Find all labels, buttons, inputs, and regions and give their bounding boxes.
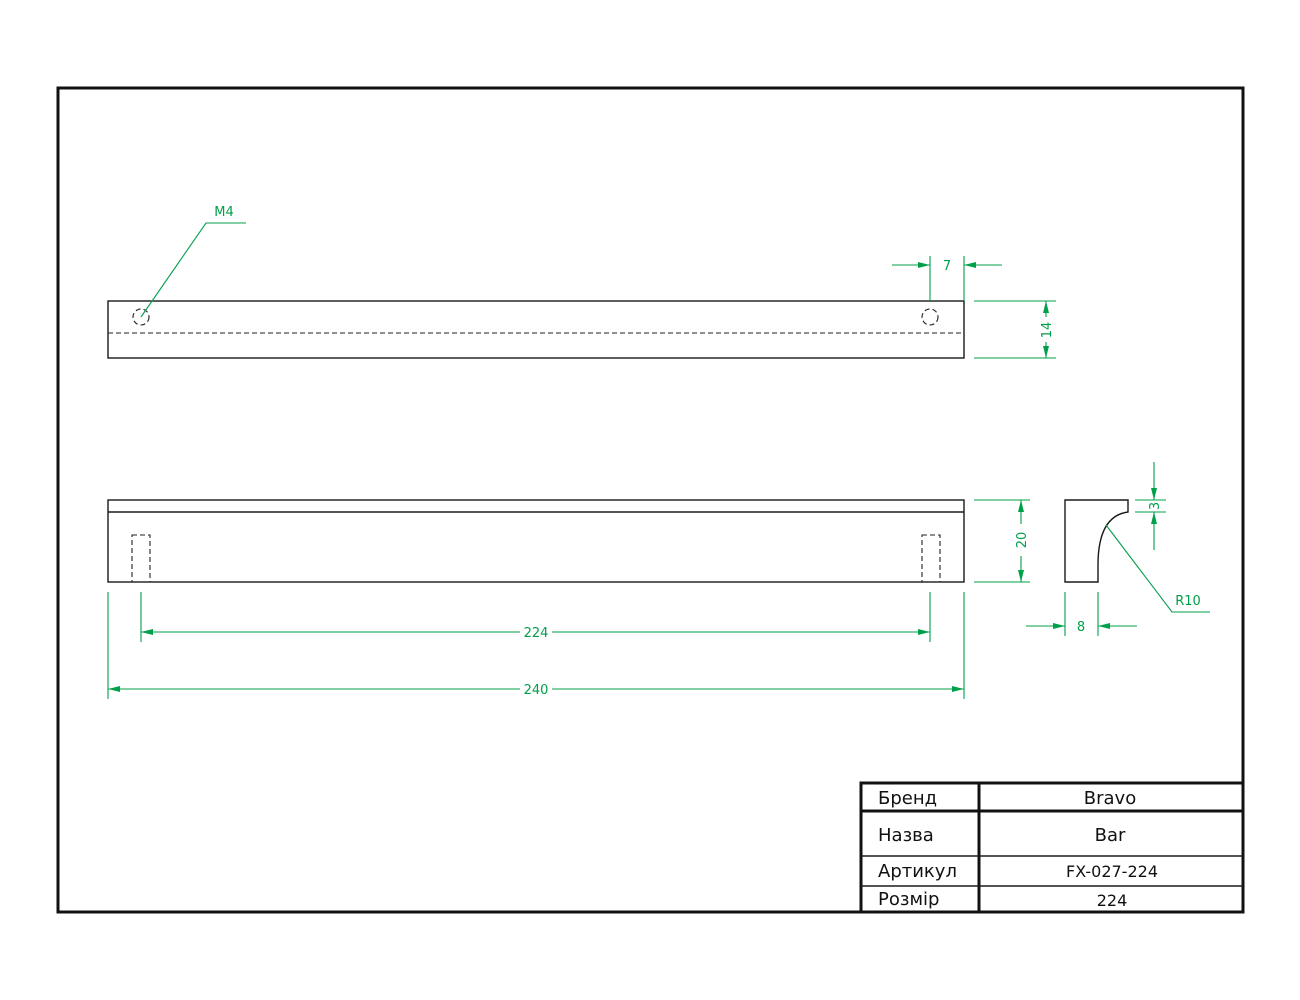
width-value: 14 [1040, 322, 1055, 339]
title-value-article: FX-027-224 [1066, 862, 1158, 881]
thread-label: M4 [214, 205, 234, 220]
title-label-brand: Бренд [878, 788, 937, 809]
overall-length-dimension: 240 [107, 592, 965, 699]
height-value: 20 [1015, 532, 1030, 549]
radius-callout: R10 [1105, 524, 1210, 613]
profile-width-dimension: 8 [1026, 592, 1137, 636]
height-dimension: 20 [974, 499, 1030, 583]
front-view-outline [107, 499, 965, 583]
top-view [107, 300, 965, 359]
lip-value: 3 [1148, 502, 1163, 510]
overall-length-value: 240 [524, 683, 549, 698]
title-block-frame [859, 781, 1245, 914]
thread-hole-hidden-left [131, 534, 151, 583]
front-view [107, 499, 965, 583]
hole-spacing-dimension: 224 [140, 592, 931, 642]
mounting-hole-left [132, 308, 150, 326]
thread-hole-hidden-right [921, 534, 941, 583]
thread-callout: M4 [140, 205, 246, 318]
title-label-article: Артикул [878, 861, 957, 882]
mounting-hole-right [921, 308, 939, 326]
side-profile-outline [1064, 499, 1129, 583]
lip-dimension: 3 [1135, 462, 1166, 550]
hole-offset-value: 7 [943, 259, 951, 274]
title-value-name: Bar [1095, 825, 1126, 846]
side-profile [1064, 499, 1129, 583]
title-value-size: 224 [1097, 891, 1128, 910]
radius-value: R10 [1175, 594, 1201, 609]
top-view-outline [107, 300, 965, 359]
hole-offset-dimension: 7 [892, 256, 1002, 301]
title-label-size: Розмір [878, 889, 939, 910]
sheet-border [56, 86, 1245, 914]
title-block: Бренд Bravo Назва Bar Артикул FX-027-224… [859, 781, 1245, 914]
title-value-brand: Bravo [1084, 788, 1136, 809]
profile-width-value: 8 [1077, 620, 1085, 635]
width-dimension: 14 [974, 300, 1056, 359]
title-label-name: Назва [878, 825, 934, 846]
hole-spacing-value: 224 [524, 626, 549, 641]
